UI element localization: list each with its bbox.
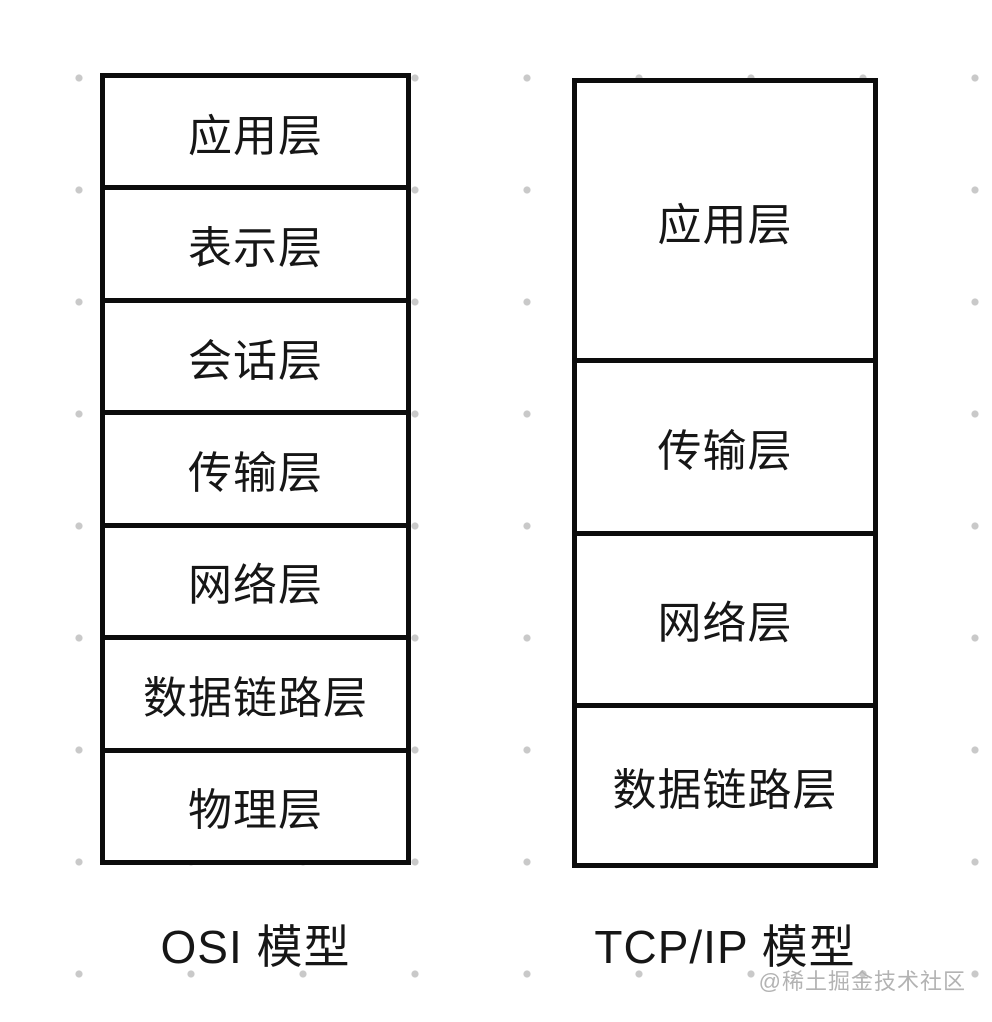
osi-layer-physical: 物理层	[105, 752, 406, 860]
osi-layer-datalink: 数据链路层	[105, 640, 406, 753]
osi-layer-network: 网络层	[105, 527, 406, 641]
osi-model-caption: OSI 模型	[160, 921, 351, 973]
osi-model-stack: 应用层 表示层 会话层 传输层 网络层 数据链路层 物理层	[100, 73, 411, 865]
osi-layer-presentation: 表示层	[105, 190, 406, 303]
tcpip-layer-transport: 传输层	[577, 363, 873, 536]
tcpip-layer-network: 网络层	[577, 535, 873, 709]
tcpip-layer-application: 应用层	[577, 83, 873, 364]
watermark-juejin-community: @稀土掘金技术社区	[758, 969, 966, 994]
tcpip-layer-datalink: 数据链路层	[577, 708, 873, 864]
tcpip-model-stack: 应用层 传输层 网络层 数据链路层	[572, 78, 878, 868]
osi-layer-session: 会话层	[105, 302, 406, 416]
osi-layer-application: 应用层	[105, 78, 406, 191]
tcpip-model-caption: TCP/IP 模型	[594, 921, 856, 973]
osi-layer-transport: 传输层	[105, 415, 406, 528]
